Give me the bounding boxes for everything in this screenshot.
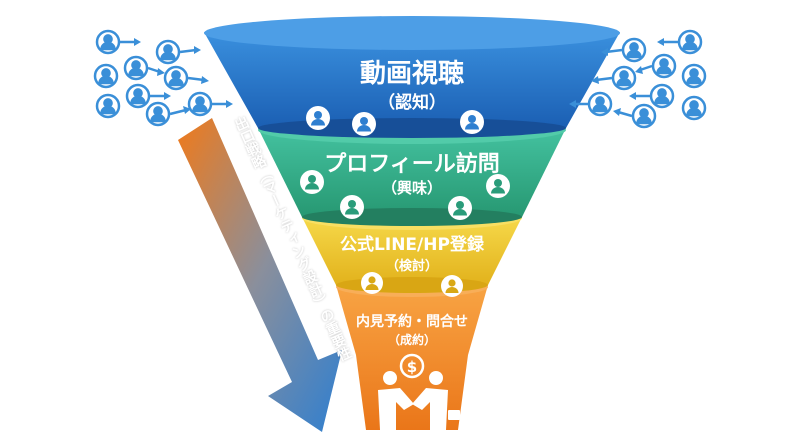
person-icon	[306, 106, 330, 130]
person-icon	[448, 196, 472, 220]
stage-4-sub: （成約）	[388, 332, 436, 347]
stage-2-title: プロフィール訪問	[324, 151, 500, 177]
person-icon	[460, 110, 484, 134]
stage-3-title: 公式LINE/HP登録	[340, 234, 485, 255]
stage-3-sub: （検討）	[386, 258, 438, 274]
person-icon	[352, 112, 376, 136]
person-icon	[441, 275, 463, 297]
person-icon	[486, 174, 510, 198]
stage-1-title: 動画視聴	[360, 59, 464, 89]
left-audience	[93, 29, 233, 127]
right-audience	[569, 29, 707, 129]
dollar-icon: $	[407, 358, 417, 376]
person-icon	[300, 170, 324, 194]
person-icon	[340, 195, 364, 219]
strategy-arrow	[178, 118, 342, 432]
funnel-stage-1	[204, 16, 620, 138]
handshake-icon: $	[378, 353, 460, 430]
stage-2-sub: （興味）	[382, 179, 442, 197]
stage-1-sub: （認知）	[378, 92, 446, 113]
stage-4-title: 内見予約・問合せ	[356, 313, 468, 330]
person-icon	[361, 272, 383, 294]
funnel-stage-4	[336, 277, 488, 430]
